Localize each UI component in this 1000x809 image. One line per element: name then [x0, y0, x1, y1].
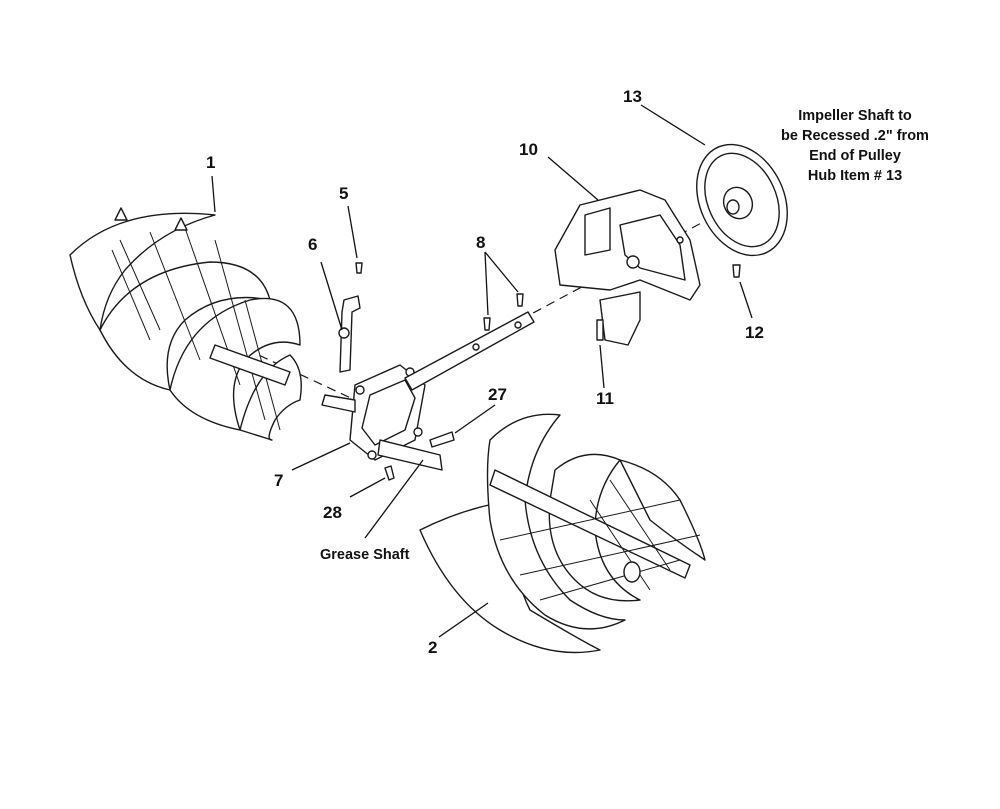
callout-27: 27 — [488, 385, 507, 404]
impeller-shaft-note: Impeller Shaft to be Recessed .2" from E… — [781, 108, 929, 184]
callout-1: 1 — [206, 153, 215, 172]
impeller-note-line-1: Impeller Shaft to — [798, 108, 912, 124]
callout-2: 2 — [428, 638, 437, 657]
impeller-note-line-4: Hub Item # 13 — [808, 168, 902, 184]
callout-6: 6 — [308, 235, 317, 254]
pulley — [696, 143, 788, 257]
screws-8 — [483, 293, 524, 331]
left-auger — [69, 207, 302, 441]
callout-10: 10 — [519, 140, 538, 159]
callout-11: 11 — [596, 389, 614, 408]
pin-27 — [429, 431, 455, 448]
bolt-11 — [596, 319, 604, 341]
callout-28: 28 — [323, 503, 342, 522]
impeller-housing — [554, 189, 701, 346]
fitting-bracket — [338, 262, 363, 373]
callout-13: 13 — [623, 87, 642, 106]
grease-shaft-note: Grease Shaft — [320, 547, 410, 563]
callout-5: 5 — [339, 184, 348, 203]
callout-8: 8 — [476, 233, 485, 252]
callout-7: 7 — [274, 471, 283, 490]
right-auger — [419, 413, 706, 654]
set-screw-12 — [732, 264, 741, 278]
impeller-shaft — [404, 311, 535, 391]
bolt-28 — [384, 465, 395, 481]
callout-labels: 1 2 5 6 7 8 10 11 12 13 27 28 — [206, 87, 764, 657]
impeller-note-line-3: End of Pulley — [809, 148, 901, 164]
impeller-note-line-2: be Recessed .2" from — [781, 128, 929, 144]
callout-12: 12 — [745, 323, 764, 342]
gearbox — [321, 364, 443, 471]
leader-lines — [211, 104, 753, 638]
